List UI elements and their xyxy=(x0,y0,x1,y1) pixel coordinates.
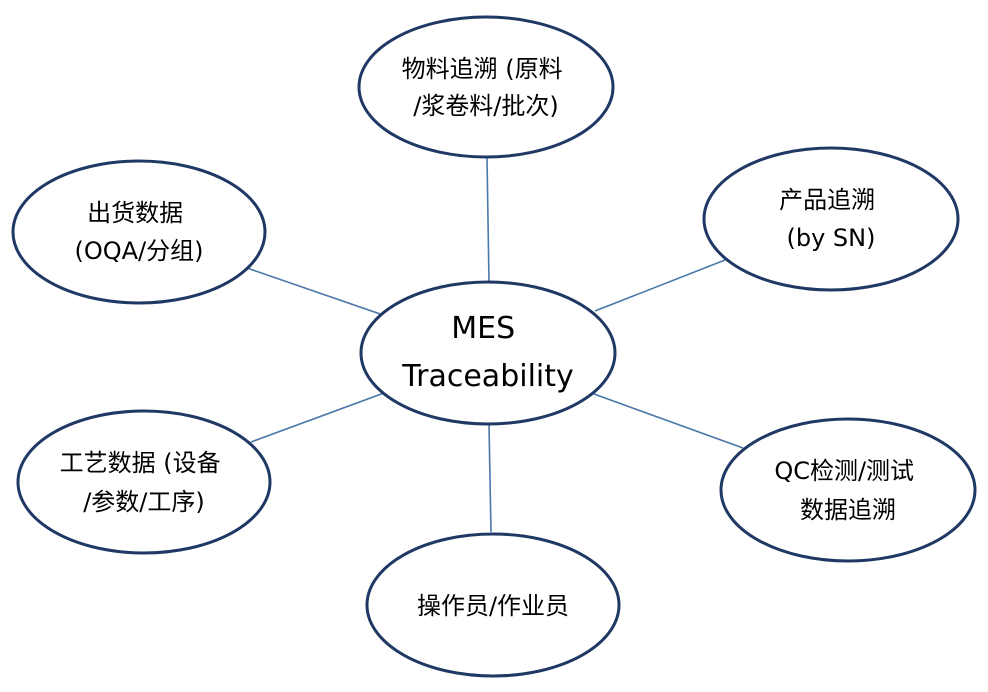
shipment-data-line-2: (OQA/分组) xyxy=(74,237,203,265)
node-center: MES Traceability xyxy=(359,280,617,426)
product-trace-ellipse xyxy=(702,146,960,292)
connector-product-trace xyxy=(594,259,726,312)
product-trace-label: 产品追溯 (by SN) xyxy=(779,186,883,252)
operator-ellipse xyxy=(365,532,621,678)
operator-line-1: 操作员/作业员 xyxy=(417,592,569,620)
center-label-line-1: MES xyxy=(451,311,515,346)
connector-process-data xyxy=(250,392,385,443)
connector-qc-trace xyxy=(593,393,744,449)
node-material-trace: 物料追溯 (原料 /浆卷料/批次) xyxy=(357,15,615,159)
connectors xyxy=(246,156,744,533)
qc-trace-line-2: 数据追溯 xyxy=(800,496,896,524)
process-data-label: 工艺数据 (设备 /参数/工序) xyxy=(60,449,229,516)
qc-trace-label: QC检测/测试 数据追溯 xyxy=(774,457,921,524)
connector-material-trace xyxy=(486,156,490,283)
qc-trace-line-1: QC检测/测试 xyxy=(774,457,914,485)
material-trace-label: 物料追溯 (原料 /浆卷料/批次) xyxy=(402,55,571,120)
center-label: MES Traceability xyxy=(401,311,574,394)
node-operator: 操作员/作业员 xyxy=(365,532,621,678)
node-process-data: 工艺数据 (设备 /参数/工序) xyxy=(16,409,272,555)
shipment-data-ellipse xyxy=(11,159,267,305)
operator-label: 操作员/作业员 xyxy=(417,592,569,620)
material-trace-ellipse xyxy=(357,15,615,159)
node-shipment-data: 出货数据 (OQA/分组) xyxy=(11,159,267,305)
center-ellipse xyxy=(359,280,617,426)
process-data-line-1: 工艺数据 (设备 xyxy=(60,449,221,477)
product-trace-line-1: 产品追溯 xyxy=(779,186,875,214)
shipment-data-line-1: 出货数据 xyxy=(87,199,183,227)
product-trace-line-2: (by SN) xyxy=(787,224,876,252)
process-data-ellipse xyxy=(16,409,272,555)
qc-trace-ellipse xyxy=(719,417,977,563)
shipment-data-label: 出货数据 (OQA/分组) xyxy=(74,199,203,265)
connector-operator xyxy=(488,424,492,533)
connector-shipment-data xyxy=(246,267,384,316)
node-qc-trace: QC检测/测试 数据追溯 xyxy=(719,417,977,563)
node-product-trace: 产品追溯 (by SN) xyxy=(702,146,960,292)
material-trace-line-2: /浆卷料/批次) xyxy=(413,92,559,120)
center-label-line-2: Traceability xyxy=(401,359,574,394)
material-trace-line-1: 物料追溯 (原料 xyxy=(402,55,563,83)
process-data-line-2: /参数/工序) xyxy=(83,488,205,516)
